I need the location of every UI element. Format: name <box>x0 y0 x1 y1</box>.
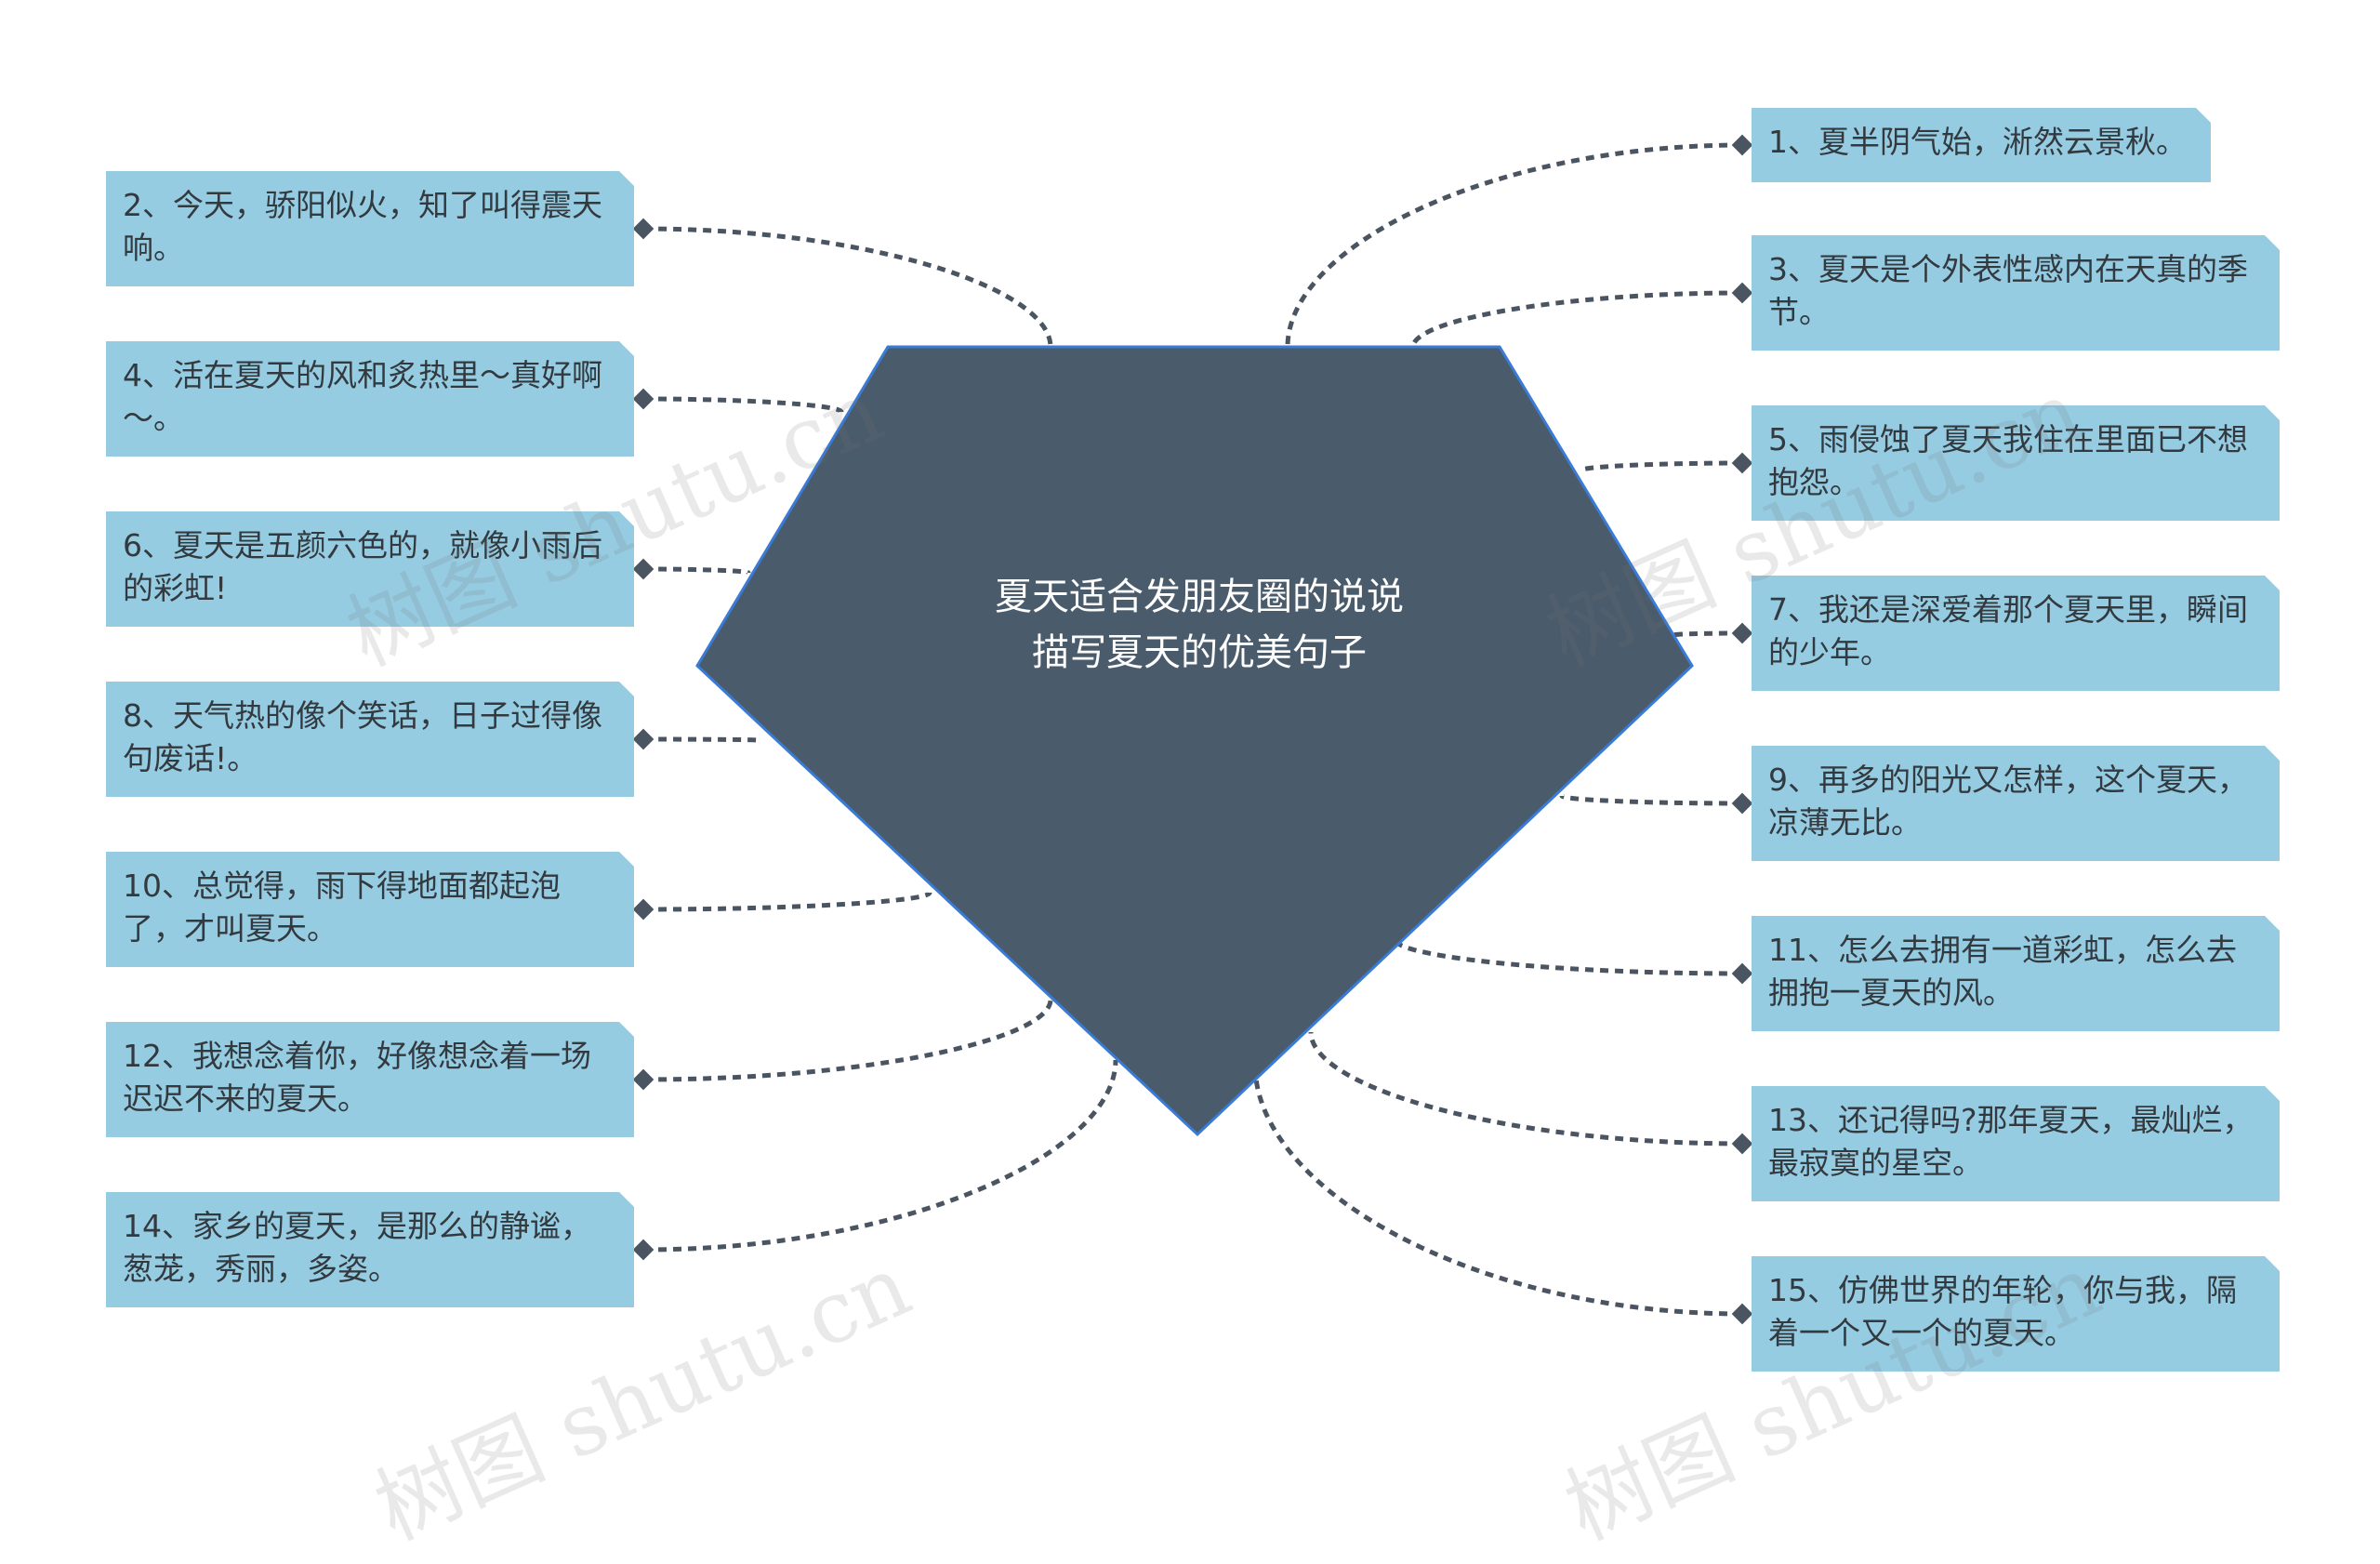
connector-diamond-4 <box>632 388 654 410</box>
topic-text-4: 4、活在夏天的风和炙热里～真好啊～。 <box>123 357 602 436</box>
connector-diamond-10 <box>632 898 654 921</box>
connector-line-6 <box>642 566 751 576</box>
connector-line-4 <box>642 396 844 415</box>
connector-diamond-6 <box>632 558 654 580</box>
topic-text-11: 11、怎么去拥有一道彩虹，怎么去拥抱一夏天的风。 <box>1768 932 2237 1011</box>
connector-diamond-9 <box>1731 792 1753 815</box>
topic-node-5[interactable]: 5、雨侵蚀了夏天我住在里面已不想抱怨。 <box>1752 405 2280 521</box>
topic-text-3: 3、夏天是个外表性感内在天真的季节。 <box>1768 251 2248 330</box>
topic-node-3[interactable]: 3、夏天是个外表性感内在天真的季节。 <box>1752 235 2280 351</box>
center-title-line-1: 夏天适合发朋友圈的说说 <box>995 576 1404 618</box>
topic-node-12[interactable]: 12、我想念着你，好像想念着一场迟迟不来的夏天。 <box>106 1022 634 1137</box>
topic-node-14[interactable]: 14、家乡的夏天，是那么的静谧，葱茏，秀丽，多姿。 <box>106 1192 634 1307</box>
connector-diamond-14 <box>632 1239 654 1261</box>
connector-diamond-7 <box>1731 622 1753 644</box>
topic-text-14: 14、家乡的夏天，是那么的静谧，葱茏，秀丽，多姿。 <box>123 1208 591 1287</box>
topic-node-2[interactable]: 2、今天，骄阳似火，知了叫得震天响。 <box>106 171 634 286</box>
topic-node-1[interactable]: 1、夏半阴气始，淅然云景秋。 <box>1752 108 2211 182</box>
connector-line-2 <box>642 226 1053 348</box>
connector-line-11 <box>1392 938 1743 976</box>
topic-text-12: 12、我想念着你，好像想念着一场迟迟不来的夏天。 <box>123 1038 591 1117</box>
topic-text-13: 13、还记得吗?那年夏天，最灿烂，最寂寞的星空。 <box>1768 1102 2254 1181</box>
topic-text-8: 8、天气热的像个笑话，日子过得像句废话!。 <box>123 697 602 776</box>
connector-diamond-13 <box>1731 1133 1753 1155</box>
topic-text-10: 10、总觉得，雨下得地面都起泡了，才叫夏天。 <box>123 868 561 947</box>
connector-line-5 <box>1578 460 1743 473</box>
connector-line-13 <box>1308 1031 1743 1146</box>
topic-node-10[interactable]: 10、总觉得，雨下得地面都起泡了，才叫夏天。 <box>106 852 634 967</box>
connector-line-14 <box>642 1059 1118 1253</box>
connector-line-1 <box>1285 142 1743 348</box>
center-title-line-2: 描写夏天的优美句子 <box>1032 631 1367 674</box>
topic-node-13[interactable]: 13、还记得吗?那年夏天，最灿烂，最寂寞的星空。 <box>1752 1086 2280 1201</box>
topic-text-15: 15、仿佛世界的年轮，你与我，隔着一个又一个的夏天。 <box>1768 1272 2237 1351</box>
connector-layer <box>632 134 1753 1325</box>
connector-diamond-11 <box>1731 962 1753 985</box>
connector-diamond-8 <box>632 728 654 750</box>
topic-node-15[interactable]: 15、仿佛世界的年轮，你与我，隔着一个又一个的夏天。 <box>1752 1256 2280 1372</box>
connector-diamond-5 <box>1731 452 1753 474</box>
topic-text-1: 1、夏半阴气始，淅然云景秋。 <box>1768 124 2187 160</box>
connector-diamond-12 <box>632 1068 654 1091</box>
center-node[interactable]: 夏天适合发朋友圈的说说 描写夏天的优美句子 <box>883 569 1515 681</box>
connector-line-15 <box>1252 1064 1743 1317</box>
topic-node-9[interactable]: 9、再多的阳光又怎样，这个夏天，凉薄无比。 <box>1752 746 2280 861</box>
connector-line-9 <box>1559 793 1743 806</box>
topic-text-6: 6、夏天是五颜六色的，就像小雨后的彩虹! <box>123 527 602 606</box>
topic-text-9: 9、再多的阳光又怎样，这个夏天，凉薄无比。 <box>1768 762 2248 841</box>
topic-text-7: 7、我还是深爱着那个夏天里，瞬间的少年。 <box>1768 591 2248 670</box>
topic-text-5: 5、雨侵蚀了夏天我住在里面已不想抱怨。 <box>1768 421 2248 500</box>
topic-node-11[interactable]: 11、怎么去拥有一道彩虹，怎么去拥抱一夏天的风。 <box>1752 916 2280 1031</box>
topic-node-7[interactable]: 7、我还是深爱着那个夏天里，瞬间的少年。 <box>1752 576 2280 691</box>
topic-node-6[interactable]: 6、夏天是五颜六色的，就像小雨后的彩虹! <box>106 511 634 627</box>
center-pentagon <box>695 345 1694 1137</box>
connector-line-8 <box>642 736 760 743</box>
connector-diamond-3 <box>1731 282 1753 304</box>
topic-text-2: 2、今天，骄阳似火，知了叫得震天响。 <box>123 187 602 266</box>
topic-node-4[interactable]: 4、活在夏天的风和炙热里～真好啊～。 <box>106 341 634 457</box>
topic-node-8[interactable]: 8、天气热的像个笑话，日子过得像句废话!。 <box>106 682 634 797</box>
connector-line-12 <box>642 999 1053 1082</box>
connector-diamond-15 <box>1731 1303 1753 1325</box>
center-node-shape <box>695 345 1694 1137</box>
